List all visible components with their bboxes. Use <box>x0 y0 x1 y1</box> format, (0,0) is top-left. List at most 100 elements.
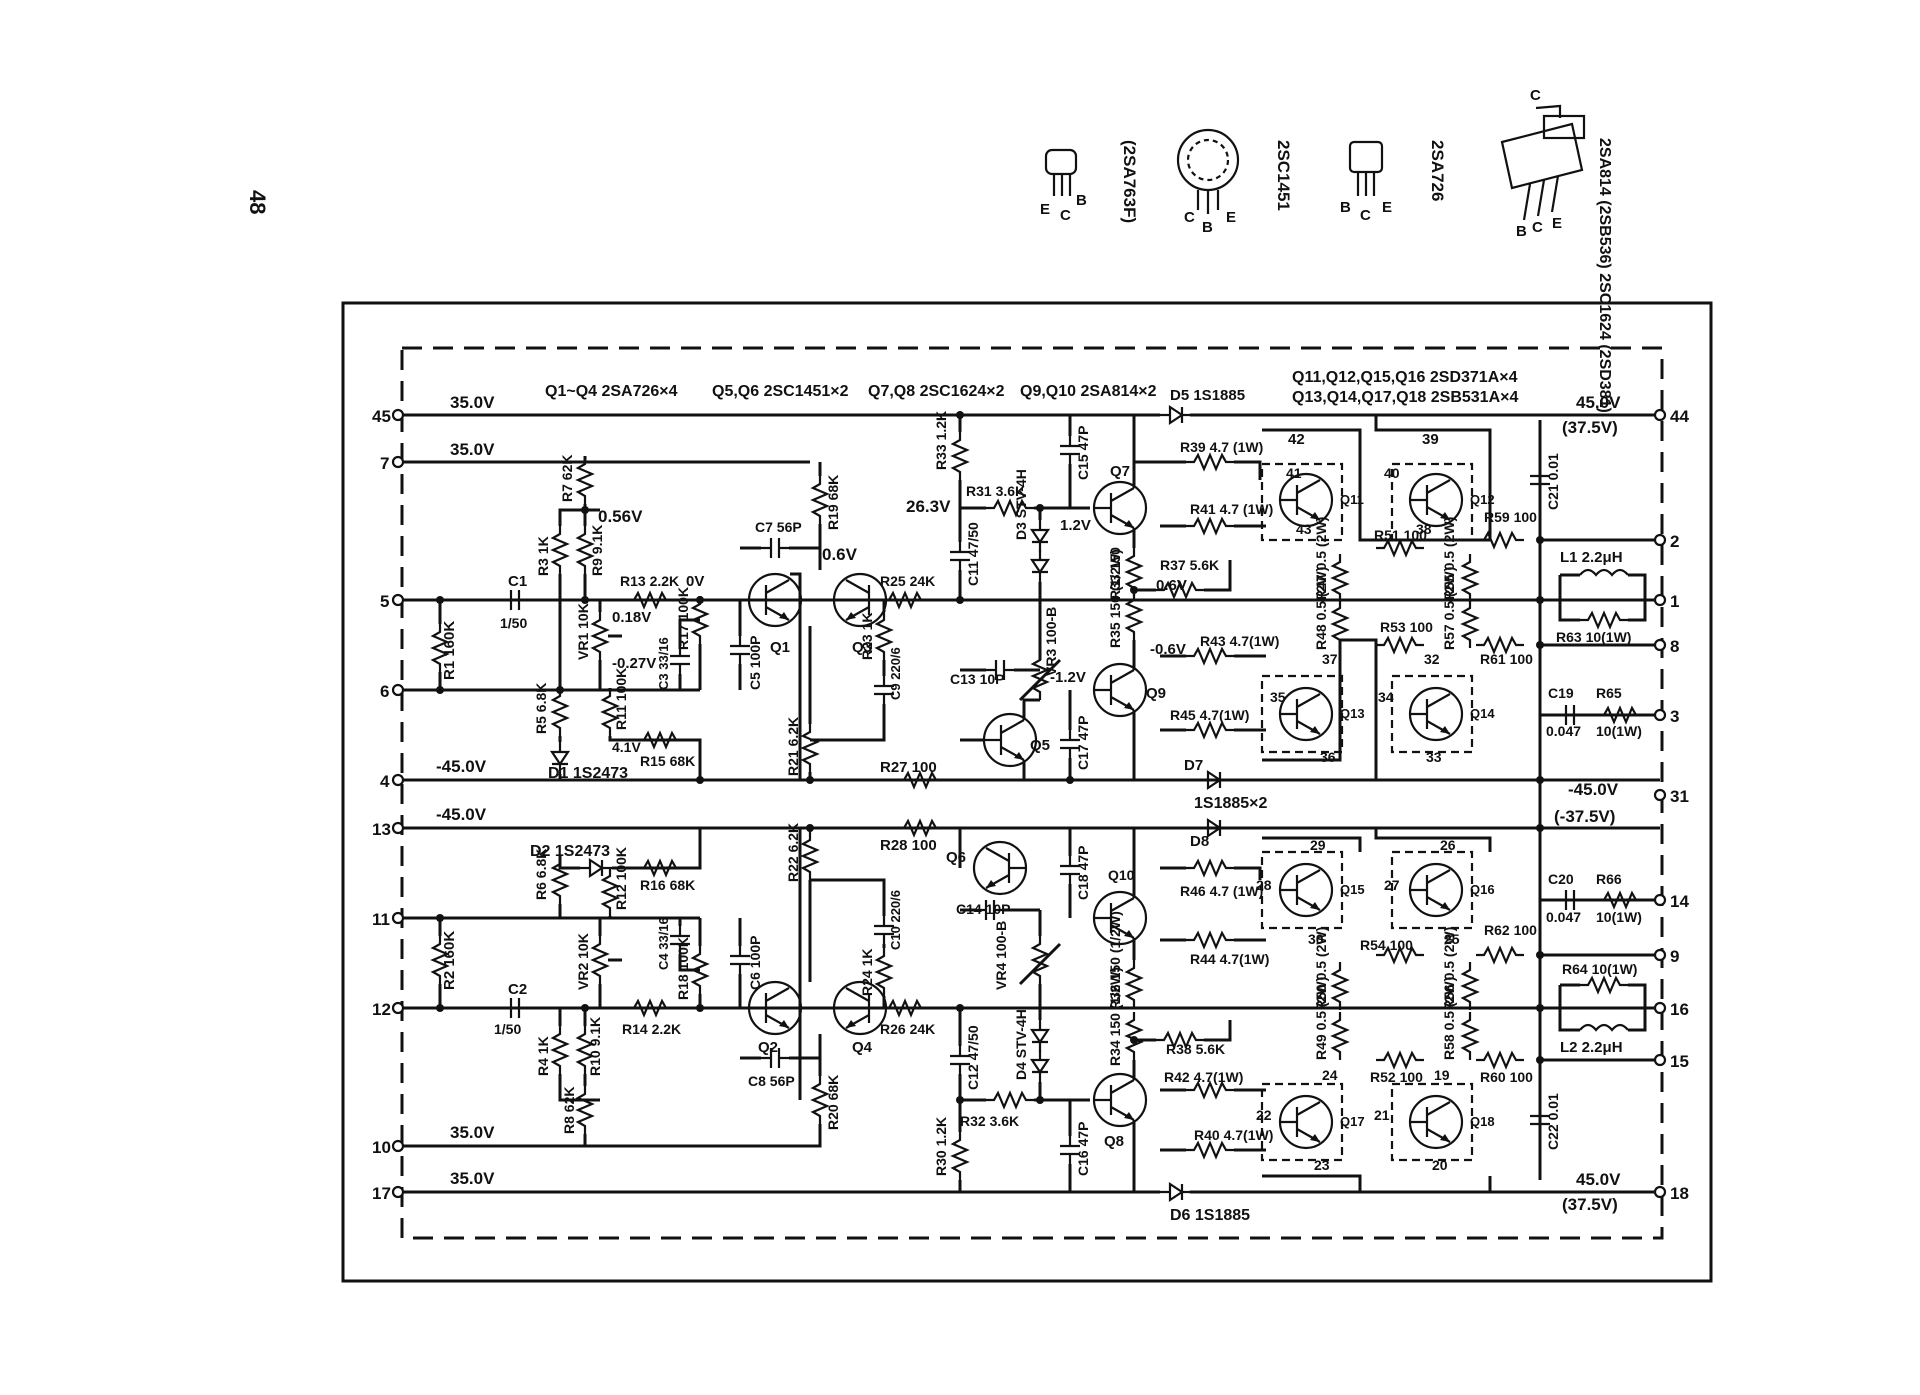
svg-text:33: 33 <box>1426 749 1442 765</box>
legend-q9-q10: Q9,Q10 2SA814×2 <box>1020 383 1157 400</box>
svg-text:C15 47P: C15 47P <box>1075 426 1091 480</box>
svg-text:D2 1S2473: D2 1S2473 <box>530 843 610 860</box>
svg-text:D6 1S1885: D6 1S1885 <box>1170 1207 1250 1224</box>
svg-text:B: B <box>1516 223 1527 240</box>
svg-text:C7 56P: C7 56P <box>755 519 802 535</box>
svg-text:C18 47P: C18 47P <box>1075 846 1091 900</box>
svg-text:28: 28 <box>1256 877 1272 893</box>
terminal-15: 15 <box>1670 1052 1689 1071</box>
svg-text:R48 0.5 (2W): R48 0.5 (2W) <box>1313 567 1329 650</box>
svg-text:VR2 10K: VR2 10K <box>575 933 591 990</box>
package-label: 2SA814 (2SB536) 2SC1624 (2SD381) <box>1596 138 1613 413</box>
svg-text:R28 100: R28 100 <box>880 837 937 854</box>
svg-text:R47 0.5 (2W): R47 0.5 (2W) <box>1313 517 1329 600</box>
svg-text:1/50: 1/50 <box>494 1021 521 1037</box>
svg-text:Q6: Q6 <box>946 849 966 866</box>
terminal-1: 1 <box>1670 592 1679 611</box>
svg-text:R63 10(1W): R63 10(1W) <box>1556 629 1631 645</box>
terminals-left: 45 7 5 6 4 13 11 12 10 17 <box>372 407 405 1203</box>
svg-text:R30 1.2K: R30 1.2K <box>933 1117 949 1176</box>
svg-text:35: 35 <box>1270 689 1286 705</box>
terminal-4: 4 <box>380 772 390 791</box>
terminal-16: 16 <box>1670 1000 1689 1019</box>
junction-dots <box>436 411 1544 1104</box>
svg-text:R51 100: R51 100 <box>1374 527 1427 543</box>
svg-text:30: 30 <box>1308 931 1324 947</box>
svg-text:R58 0.5 (2W): R58 0.5 (2W) <box>1441 977 1457 1060</box>
svg-text:19: 19 <box>1434 1067 1450 1083</box>
svg-text:39: 39 <box>1422 431 1439 448</box>
svg-text:R42 4.7(1W): R42 4.7(1W) <box>1164 1069 1243 1085</box>
svg-text:R17 100K: R17 100K <box>675 587 691 650</box>
svg-text:R20 68K: R20 68K <box>825 1075 841 1130</box>
package-2sa763f: E C B (2SA763F) <box>1040 140 1139 224</box>
svg-text:E: E <box>1226 209 1236 226</box>
svg-text:Q14: Q14 <box>1470 706 1495 721</box>
svg-text:R32 3.6K: R32 3.6K <box>960 1113 1019 1129</box>
svg-text:VR4 100-B: VR4 100-B <box>993 921 1009 990</box>
svg-text:C: C <box>1184 209 1195 226</box>
svg-text:Q3: Q3 <box>852 639 872 656</box>
svg-text:C9 220/6: C9 220/6 <box>888 647 903 700</box>
terminal-14: 14 <box>1670 892 1689 911</box>
svg-text:42: 42 <box>1288 431 1305 448</box>
svg-text:-45.0V: -45.0V <box>436 757 487 776</box>
svg-text:R31 3.6K: R31 3.6K <box>966 483 1025 499</box>
legend-outputs-npn: Q11,Q12,Q15,Q16 2SD371A×4 <box>1292 369 1518 386</box>
svg-text:R22 6.2K: R22 6.2K <box>785 823 801 882</box>
svg-text:C3 33/16: C3 33/16 <box>656 637 671 690</box>
svg-text:1.2V: 1.2V <box>1060 517 1091 534</box>
svg-text:(37.5V): (37.5V) <box>1562 1195 1618 1214</box>
svg-text:Q10: Q10 <box>1108 867 1135 883</box>
svg-text:E: E <box>1552 215 1562 232</box>
upper-output-stage: 42 39 41 40 43 38 Q11 Q12 37 32 35 34 36… <box>1260 415 1647 780</box>
svg-text:38: 38 <box>1416 521 1432 537</box>
svg-text:C: C <box>1532 219 1543 236</box>
svg-text:C2: C2 <box>508 981 527 998</box>
upper-input-stage: R1 160K C1 1/50 R3 1K R7 62K 0.56V R9 9.… <box>431 455 960 782</box>
svg-text:R7 62K: R7 62K <box>559 455 575 502</box>
svg-text:B: B <box>1076 192 1087 209</box>
terminal-44: 44 <box>1670 407 1689 426</box>
svg-text:R8 62K: R8 62K <box>561 1087 577 1134</box>
svg-text:R62 100: R62 100 <box>1484 922 1537 938</box>
svg-text:C: C <box>1360 207 1371 224</box>
svg-text:26.3V: 26.3V <box>906 497 951 516</box>
svg-text:R33 150: R33 150 <box>1107 547 1123 600</box>
svg-text:R14 2.2K: R14 2.2K <box>622 1021 681 1037</box>
terminal-6: 6 <box>380 682 389 701</box>
svg-text:-0.27V: -0.27V <box>612 655 656 672</box>
svg-text:D8: D8 <box>1190 833 1209 850</box>
svg-text:20: 20 <box>1432 1157 1448 1173</box>
svg-text:R64 10(1W): R64 10(1W) <box>1562 961 1637 977</box>
svg-text:Q16: Q16 <box>1470 882 1495 897</box>
svg-text:Q13: Q13 <box>1340 706 1365 721</box>
terminal-7: 7 <box>380 454 389 473</box>
package-2sa726: B C E 2SA726 <box>1340 140 1447 224</box>
svg-text:29: 29 <box>1310 837 1326 853</box>
upper-driver-stage: R33 1.2K 26.3V R31 3.6K C11 47/50 D3 STV… <box>880 387 1279 812</box>
svg-text:(37.5V): (37.5V) <box>1562 418 1618 437</box>
svg-text:R15 68K: R15 68K <box>640 753 695 769</box>
svg-text:35.0V: 35.0V <box>450 393 495 412</box>
svg-text:25: 25 <box>1444 931 1460 947</box>
svg-text:R18 100K: R18 100K <box>675 937 691 1000</box>
package-2sa814: B C E C 2SA814 (2SB536) 2SC1624 (2SD381) <box>1500 87 1613 413</box>
svg-text:VR1 10K: VR1 10K <box>575 603 591 660</box>
svg-text:C16 47P: C16 47P <box>1075 1122 1091 1176</box>
svg-text:Q4: Q4 <box>852 1039 873 1056</box>
svg-text:C5 100P: C5 100P <box>747 636 763 690</box>
terminal-11: 11 <box>372 910 390 929</box>
package-label: (2SA763F) <box>1120 140 1139 223</box>
svg-text:B: B <box>1340 199 1351 216</box>
svg-text:D1 1S2473: D1 1S2473 <box>548 765 628 782</box>
svg-text:C12 47/50: C12 47/50 <box>965 1025 981 1090</box>
terminal-9: 9 <box>1670 947 1679 966</box>
svg-text:R27 100: R27 100 <box>880 759 937 776</box>
svg-text:0.6V: 0.6V <box>822 545 858 564</box>
svg-text:R65: R65 <box>1596 685 1622 701</box>
svg-text:40: 40 <box>1384 465 1400 481</box>
svg-text:R45 4.7(1W): R45 4.7(1W) <box>1170 707 1249 723</box>
svg-text:R19 68K: R19 68K <box>825 475 841 530</box>
svg-text:R11 100K: R11 100K <box>613 668 629 730</box>
